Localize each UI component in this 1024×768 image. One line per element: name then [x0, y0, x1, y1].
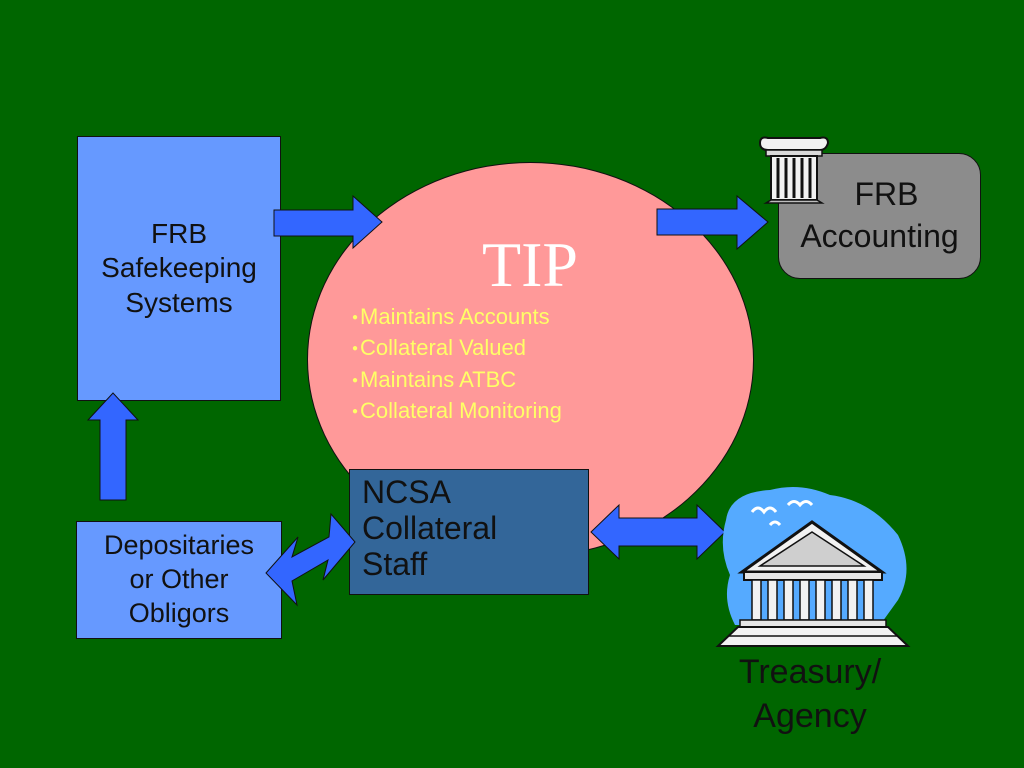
treasury-line: Agency — [753, 697, 867, 735]
treasury-line: Treasury/ — [738, 653, 882, 691]
tip-bullet: Collateral Monitoring — [352, 396, 562, 427]
arrow-right-safekeeping-to-tip — [273, 194, 383, 250]
tip-title: TIP — [482, 229, 578, 300]
ncsa-line: Collateral — [362, 510, 498, 547]
treasury-building-icon — [715, 486, 911, 647]
accounting-line: FRB — [854, 176, 919, 213]
ncsa-line: Staff — [362, 546, 428, 583]
depositaries-line: Depositaries — [103, 530, 255, 561]
ncsa-collateral-staff-box: NCSA Collateral Staff — [349, 469, 589, 595]
tip-bullet-list: Maintains Accounts Collateral Valued Mai… — [352, 302, 562, 428]
column-icon — [758, 136, 830, 204]
treasury-agency-label: Treasury/ Agency — [710, 650, 910, 738]
arrow-right-tip-to-accounting — [656, 194, 769, 251]
safekeeping-line: Safekeeping — [101, 252, 257, 284]
tip-bullet: Maintains ATBC — [352, 365, 562, 396]
arrow-up-depositaries-to-safekeeping — [86, 392, 140, 501]
frb-safekeeping-box: FRB Safekeeping Systems — [77, 136, 281, 401]
depositaries-line: or Other — [129, 564, 229, 595]
ncsa-line: NCSA — [362, 474, 451, 510]
depositaries-box: Depositaries or Other Obligors — [76, 521, 282, 639]
double-arrow-depositaries-ncsa — [265, 512, 356, 607]
depositaries-line: Obligors — [128, 597, 230, 628]
tip-bullet: Collateral Valued — [352, 333, 562, 364]
safekeeping-line: Systems — [125, 286, 233, 318]
accounting-line: Accounting — [800, 218, 959, 254]
safekeeping-line: FRB — [151, 218, 207, 250]
double-arrow-ncsa-treasury — [590, 503, 726, 561]
tip-bullet: Maintains Accounts — [352, 302, 562, 333]
